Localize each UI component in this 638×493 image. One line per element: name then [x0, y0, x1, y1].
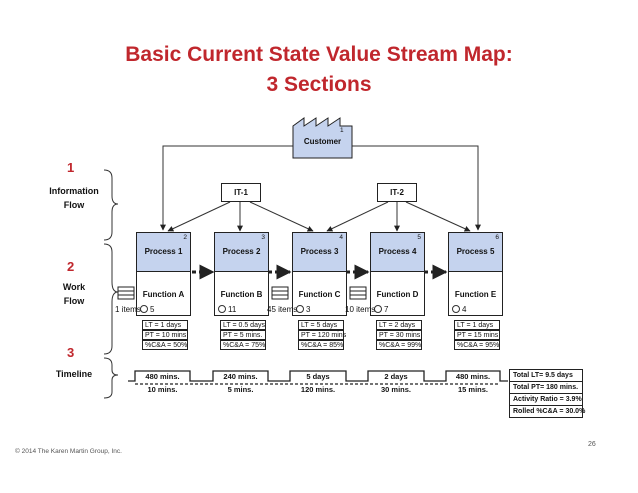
process-box-4: 5 Process 4 — [370, 232, 425, 272]
timeline-lead-time-5: 480 mins. — [455, 372, 491, 381]
inventory-label-1: 1 items — [115, 305, 141, 314]
page-number: 26 — [588, 441, 596, 448]
inventory-label-2: 45 items — [267, 305, 298, 314]
ca-metric: %C&A = 75% — [220, 340, 266, 350]
title-line-1: Basic Current State Value Stream Map: — [125, 43, 513, 66]
function-label: Function A — [142, 290, 185, 299]
timeline-lead-time-2: 240 mins. — [223, 372, 258, 381]
process-function-box-4: Function D 7 — [370, 271, 425, 316]
it-system-2: IT-2 — [377, 183, 417, 202]
process-function-box-5: Function E 4 — [448, 271, 503, 316]
title-line-2: 3 Sections — [266, 73, 372, 96]
inventory-icon-2 — [271, 286, 289, 300]
section-label-line: Flow — [63, 200, 85, 210]
copyright-footer: © 2014 The Karen Martin Group, Inc. — [15, 448, 122, 455]
section-number-1: 1 — [67, 160, 75, 175]
process-name: Process 1 — [144, 247, 183, 256]
timeline-ladder — [128, 370, 508, 385]
timeline-process-time-2: 5 mins. — [227, 385, 254, 394]
customer-factory-icon — [292, 117, 353, 159]
customer-to-process5-line — [352, 145, 481, 231]
ca-metric: %C&A = 95% — [454, 340, 500, 350]
process-box-2: 3 Process 2 — [214, 232, 269, 272]
process-id: 3 — [261, 234, 265, 241]
operator-count: 11 — [218, 305, 236, 314]
it2-to-process5 — [405, 201, 471, 232]
section-number-3: 3 — [67, 345, 75, 360]
process-time-metric: PT = 30 mins — [376, 330, 422, 340]
lead-time-metric: LT = 5 days — [298, 320, 344, 330]
function-label: Function E — [454, 290, 497, 299]
customer-id: 1 — [340, 127, 344, 134]
section-label-work-flow: Work Flow — [44, 280, 104, 308]
section-label-information-flow: Information Flow — [44, 184, 104, 212]
section-label-line: Work — [62, 282, 86, 292]
process-function-box-3: Function C 3 — [292, 271, 347, 316]
operator-count: 3 — [296, 305, 310, 314]
timeline-process-time-5: 15 mins. — [457, 385, 488, 394]
operator-count: 4 — [452, 305, 466, 314]
inventory-label-3: 10 items — [345, 305, 376, 314]
inventory-icon-1 — [117, 286, 135, 300]
lead-time-metric: LT = 1 days — [454, 320, 500, 330]
lead-time-metric: LT = 1 days — [142, 320, 188, 330]
operator-count: 7 — [374, 305, 388, 314]
customer-label: Customer — [303, 137, 342, 146]
function-label: Function D — [376, 290, 419, 299]
function-label: Function B — [220, 290, 263, 299]
it2-to-process3 — [326, 201, 389, 232]
process-time-metric: PT = 10 mins — [142, 330, 188, 340]
process-function-box-2: Function B 11 — [214, 271, 269, 316]
lead-time-metric: LT = 2 days — [376, 320, 422, 330]
slide-title: Basic Current State Value Stream Map: 3 … — [0, 40, 638, 100]
process-id: 2 — [183, 234, 187, 241]
summary-rolled-ca: Rolled %C&A = 30.0% — [509, 405, 585, 418]
process-name: Process 4 — [378, 247, 417, 256]
inventory-icon-3 — [349, 286, 367, 300]
process-box-3: 4 Process 3 — [292, 232, 347, 272]
operator-count: 5 — [140, 305, 154, 314]
ca-metric: %C&A = 99% — [376, 340, 422, 350]
timeline-lead-time-4: 2 days — [384, 372, 408, 381]
function-label: Function C — [298, 290, 341, 299]
process-time-metric: PT = 5 mins. — [220, 330, 266, 340]
brace-timeline — [103, 357, 119, 399]
process-id: 4 — [339, 234, 343, 241]
lead-time-metric: LT = 0.5 days — [220, 320, 266, 330]
timeline-process-time-1: 10 mins. — [147, 385, 178, 394]
process-time-metric: PT = 120 mins — [298, 330, 346, 340]
section-label-line: Information — [49, 186, 99, 196]
ca-metric: %C&A = 85% — [298, 340, 344, 350]
brace-work — [103, 243, 119, 355]
section-label-line: Timeline — [55, 369, 93, 379]
process-name: Process 3 — [300, 247, 339, 256]
section-label-timeline: Timeline — [48, 367, 100, 381]
ca-metric: %C&A = 50% — [142, 340, 188, 350]
timeline-lead-time-3: 5 days — [306, 372, 330, 381]
customer-to-process1-line — [160, 145, 293, 231]
section-label-line: Flow — [63, 296, 85, 306]
process-name: Process 2 — [222, 247, 261, 256]
timeline-process-time-4: 30 mins. — [380, 385, 411, 394]
it-system-1: IT-1 — [221, 183, 261, 202]
section-number-2: 2 — [67, 259, 75, 274]
process-id: 5 — [417, 234, 421, 241]
timeline-lead-time-1: 480 mins. — [145, 372, 180, 381]
process-id: 6 — [495, 234, 499, 241]
it1-to-process3 — [249, 201, 314, 232]
it1-to-process1 — [167, 201, 231, 232]
brace-information — [103, 169, 119, 241]
timeline-process-time-3: 120 mins. — [300, 385, 336, 394]
process-time-metric: PT = 15 mins — [454, 330, 500, 340]
process-box-1: 2 Process 1 — [136, 232, 191, 272]
process-name: Process 5 — [456, 247, 495, 256]
process-function-box-1: Function A 5 — [136, 271, 191, 316]
process-box-5: 6 Process 5 — [448, 232, 503, 272]
